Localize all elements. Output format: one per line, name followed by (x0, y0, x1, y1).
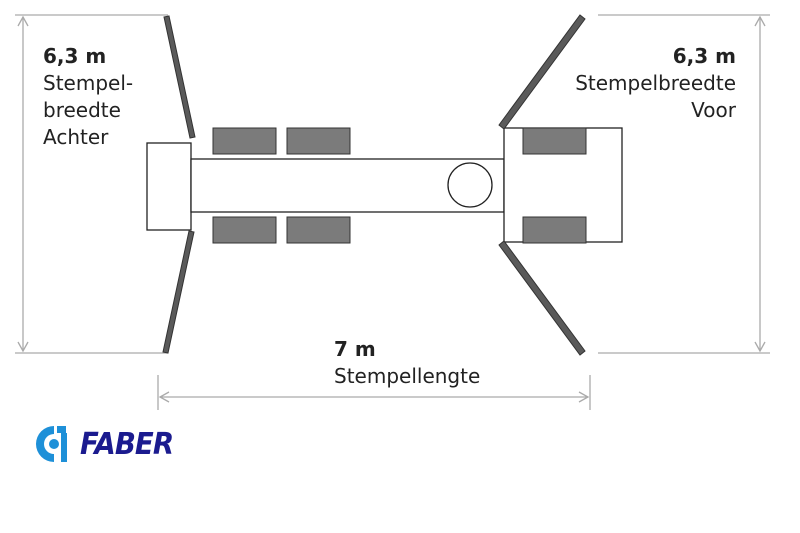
front-width-text-1: Stempelbreedte (575, 71, 736, 95)
wheel-pad (522, 216, 587, 244)
rear-width-text-2: breedte (43, 98, 121, 122)
front-width-value: 6,3 m (672, 44, 736, 68)
wheel-pad (212, 127, 277, 155)
faber-logo-text: FABER (80, 426, 174, 462)
length-text: Stempellengte (334, 364, 481, 388)
wheel-pad (212, 216, 277, 244)
faber-logo: FABER (34, 424, 181, 464)
outrigger-rear-top (163, 15, 196, 139)
front-width-label: 6,3 m Stempelbreedte Voor (575, 43, 736, 124)
wheel-pads (212, 127, 587, 244)
rear-width-text-1: Stempel- (43, 71, 134, 95)
faber-logo-icon (36, 426, 67, 462)
rear-width-text-3: Achter (43, 125, 109, 149)
front-width-text-2: Voor (691, 98, 736, 122)
length-value: 7 m (334, 337, 376, 361)
wheel-pad (286, 127, 351, 155)
outrigger-front-bottom (498, 240, 586, 356)
rear-width-label: 6,3 m Stempel- breedte Achter (43, 43, 133, 151)
length-dimension (157, 375, 591, 410)
rear-block (146, 142, 192, 231)
front-width-dimension (598, 14, 770, 354)
outrigger-front-top (498, 14, 586, 130)
outriggers (162, 14, 586, 356)
length-label: 7 m Stempellengte (334, 336, 480, 390)
wheel-pad (522, 127, 587, 155)
rear-width-value: 6,3 m (43, 44, 107, 68)
rear-width-dimension (15, 14, 168, 354)
outrigger-rear-bottom (162, 230, 195, 354)
slewing-ring (447, 162, 493, 208)
wheel-pad (286, 216, 351, 244)
